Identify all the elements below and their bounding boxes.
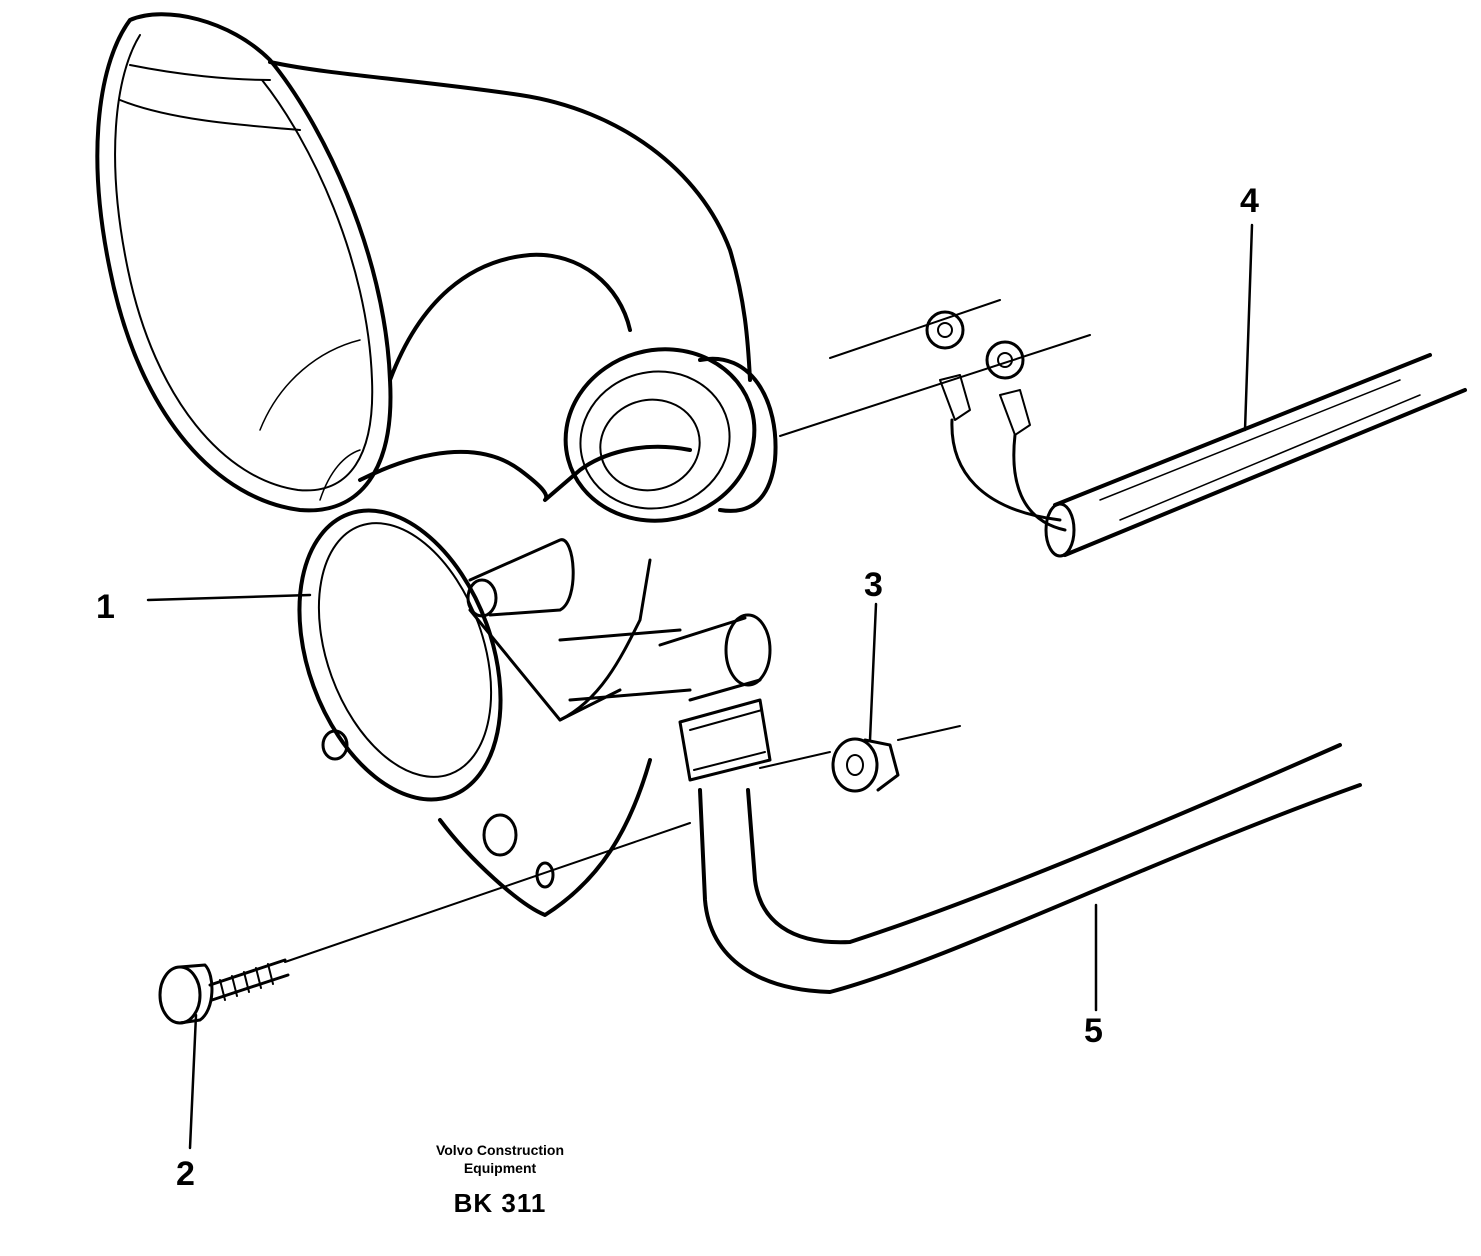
- callout-part-3: 3: [864, 566, 883, 604]
- leader-lines: [146, 223, 1254, 1150]
- screw-part-2: [158, 958, 290, 1025]
- alignment-lines: [284, 299, 1091, 963]
- manufacturer-line-1: Volvo Construction: [435, 1142, 565, 1158]
- horn-valve-unit: [297, 347, 778, 917]
- manufacturer-credit: Volvo Construction Equipment: [380, 1141, 620, 1177]
- manufacturer-line-2: Equipment: [463, 1160, 537, 1177]
- cable-part-4: [925, 310, 1467, 558]
- callout-part-5: 5: [1084, 1012, 1103, 1050]
- callout-part-1: 1: [96, 588, 115, 626]
- callout-part-4: 4: [1240, 182, 1259, 220]
- horn-trumpet: [95, 12, 752, 513]
- nut-part-3: [831, 737, 900, 793]
- callout-part-2: 2: [176, 1155, 195, 1193]
- drawing-code: BK 311: [453, 1188, 547, 1218]
- hose-part-5: [698, 743, 1362, 994]
